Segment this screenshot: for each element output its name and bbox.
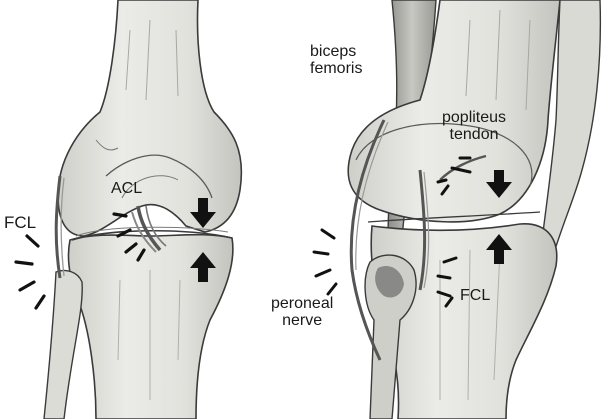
biceps-label-line1: biceps	[310, 44, 362, 61]
left-knee-illustration	[44, 0, 241, 419]
peroneal-label-line1: peroneal	[271, 296, 333, 313]
peroneal-injury-marks	[314, 230, 336, 294]
popliteus-tendon-label: popliteus tendon	[442, 110, 506, 144]
peroneal-nerve-label: peroneal nerve	[271, 296, 333, 330]
popliteus-label-line2: tendon	[442, 127, 506, 144]
right-knee-illustration	[348, 0, 600, 419]
peroneal-label-line2: nerve	[271, 313, 333, 330]
popliteus-label-line1: popliteus	[442, 110, 506, 127]
left-fibula	[44, 270, 82, 419]
biceps-label-line2: femoris	[310, 61, 362, 78]
fcl-left-label: FCL	[4, 214, 36, 232]
biceps-femoris-label: biceps femoris	[310, 44, 362, 78]
acl-label: ACL	[111, 181, 142, 198]
left-fcl-injury-marks	[16, 236, 44, 308]
fcl-right-label: FCL	[460, 288, 490, 305]
